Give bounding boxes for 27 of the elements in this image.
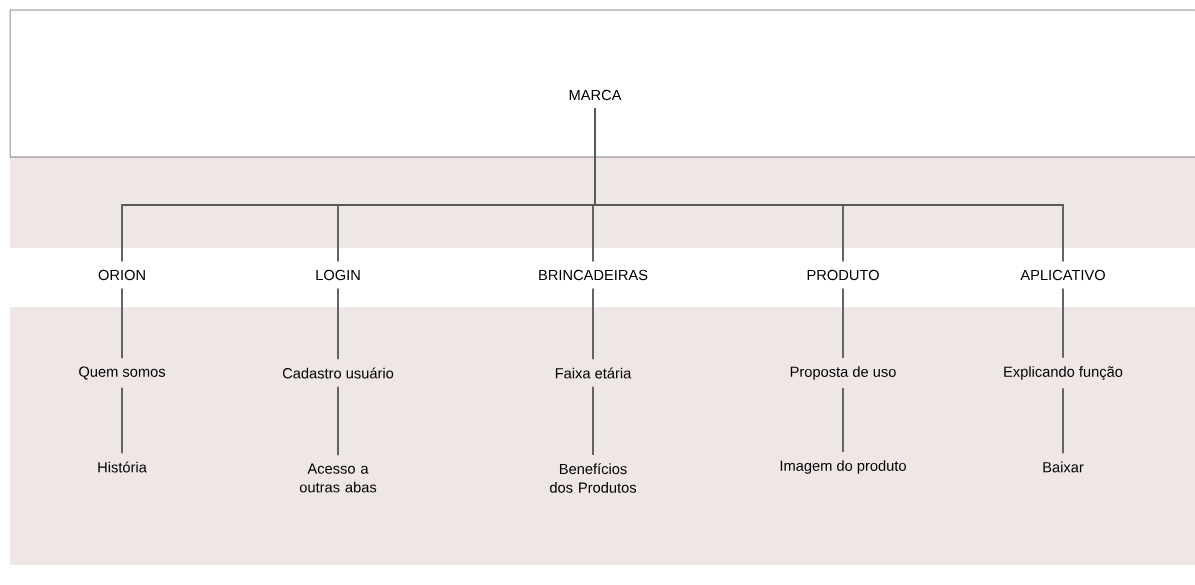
connector-line [842,287,844,359]
node-label: Faixa etária [555,367,632,379]
connector-line [337,385,339,457]
connector-line [1062,287,1064,359]
node-label: Baixar [1043,461,1084,473]
connector-line [337,287,339,361]
node-label: PRODUTO [807,269,879,281]
node-label: Explicando função [1004,366,1123,380]
node-label: LOGIN [316,269,360,281]
node-label: Benefícios dos Produtos [550,463,637,493]
node-label: APLICATIVO [1020,269,1105,281]
connector-line [121,386,123,455]
node-label: História [98,461,147,473]
node-label: Proposta de uso [790,366,896,380]
node-label: BRINCADEIRAS [539,269,648,281]
connector-line [842,387,844,453]
node-label: MARCA [569,89,622,101]
node-label: Quem somos [79,366,166,380]
connector-line [592,385,594,456]
connector-line [1062,387,1064,455]
node-label: Acesso a outras abas [299,463,377,493]
node-label: Cadastro usuário [282,367,394,379]
connector-line [594,107,1064,263]
node-label: Imagem do produto [780,460,906,474]
connector-line [592,287,594,361]
node-label: ORION [98,269,145,281]
connector-line [121,287,123,360]
